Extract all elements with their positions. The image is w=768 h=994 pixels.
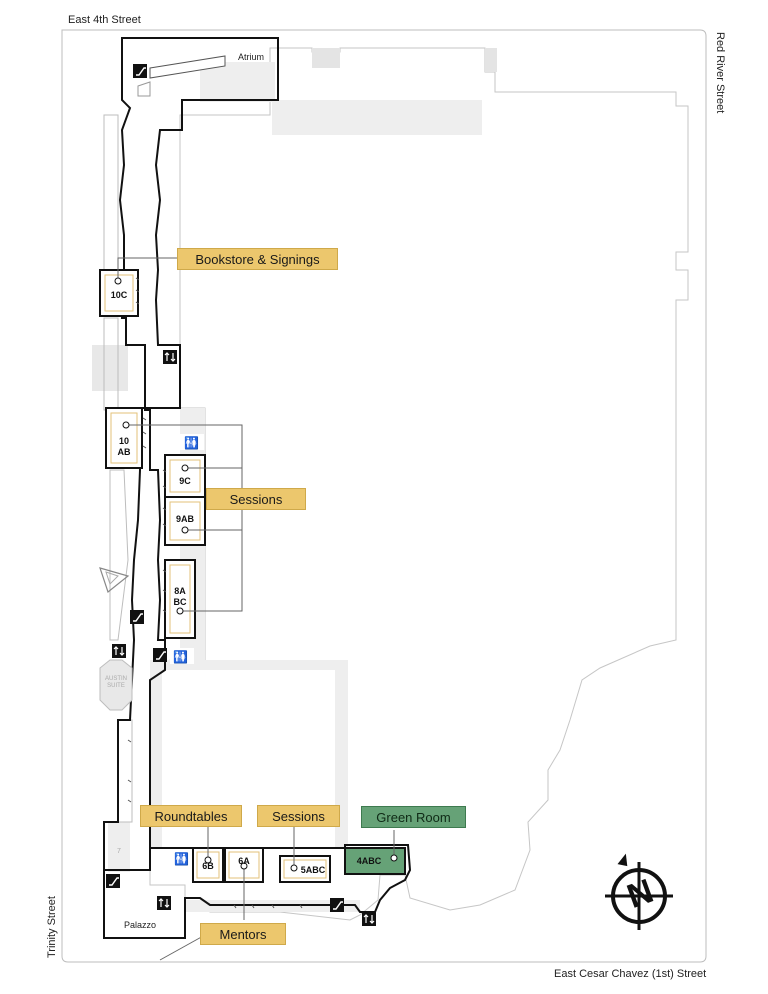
elevator-icon [157,896,171,910]
gray-area-north [200,62,275,102]
gray-annex-nw [312,48,340,68]
room-9ab[interactable] [164,496,206,546]
compass-icon [605,853,673,930]
street-south-label: East Cesar Chavez (1st) Street [554,968,707,980]
room-8abc-label-2: BC [173,597,187,607]
svg-text:🚻: 🚻 [174,852,189,866]
austin-suite [99,659,133,711]
austin-suite-label: AUSTIN SUITE [104,676,127,689]
callout-sessions-lower[interactable]: Sessions [257,805,340,827]
palazzo-label: Palazzo [124,920,157,930]
escalator-icon [330,898,344,912]
room-9ab-label: 9AB [175,514,194,524]
room-8abc-label-1: 8A [174,586,186,596]
south-wing-outline [103,844,412,939]
room-10ab-label-2: AB [117,447,131,457]
svg-text:🚻: 🚻 [184,436,199,450]
restroom-icon: 🚻 [170,648,194,664]
room-9c[interactable] [164,454,206,498]
room-markers [114,277,398,872]
room-10c-label: 10C [110,290,128,300]
leader-lines [117,257,395,961]
gray-area-north-2 [272,100,482,135]
atrium-ramp [149,55,226,79]
room-6a-label: 6A [238,856,250,866]
room-7-label: 7 [117,848,121,855]
elevator-icon [112,644,126,658]
atrium-label: Atrium [238,52,265,62]
callout-mentors[interactable]: Mentors [200,923,286,945]
door-ticks [127,277,303,909]
room-10ab-label-1: 10 [118,436,129,446]
room-6b[interactable] [192,847,224,883]
street-north-label: East 4th Street [68,14,141,26]
room-5abc-label: 5ABC [300,865,326,875]
escalator-icon [153,648,167,662]
callout-bookstore[interactable]: Bookstore & Signings [177,248,338,270]
restroom-icon: 🚻 [172,850,192,866]
main-corridor-outline [103,37,279,871]
street-east-label: Red River Street [714,32,726,114]
callout-green-room[interactable]: Green Room [361,806,466,828]
restroom-icon: 🚻 [180,434,204,450]
svg-text:🚻: 🚻 [173,650,188,664]
room-6b-label: 6B [202,861,214,871]
escalator-icon [130,610,144,624]
main-building-outline [149,47,689,921]
escalator-icon [106,874,120,888]
room-4abc-label: 4ABC [356,856,382,866]
gray-block-west [92,345,128,391]
escalator-icon [133,64,147,78]
room-9c-label: 9C [179,476,191,486]
elevator-icon [362,912,376,926]
elevator-icon [163,350,177,364]
site-boundary [61,29,707,963]
callout-sessions-upper[interactable]: Sessions [206,488,306,510]
street-west-label: Trinity Street [46,896,58,958]
gray-area-7 [108,822,130,872]
room-10ab[interactable] [105,407,143,469]
callout-roundtables[interactable]: Roundtables [140,805,242,827]
triangle-marker [99,567,130,594]
gray-annex-ne [485,48,497,72]
